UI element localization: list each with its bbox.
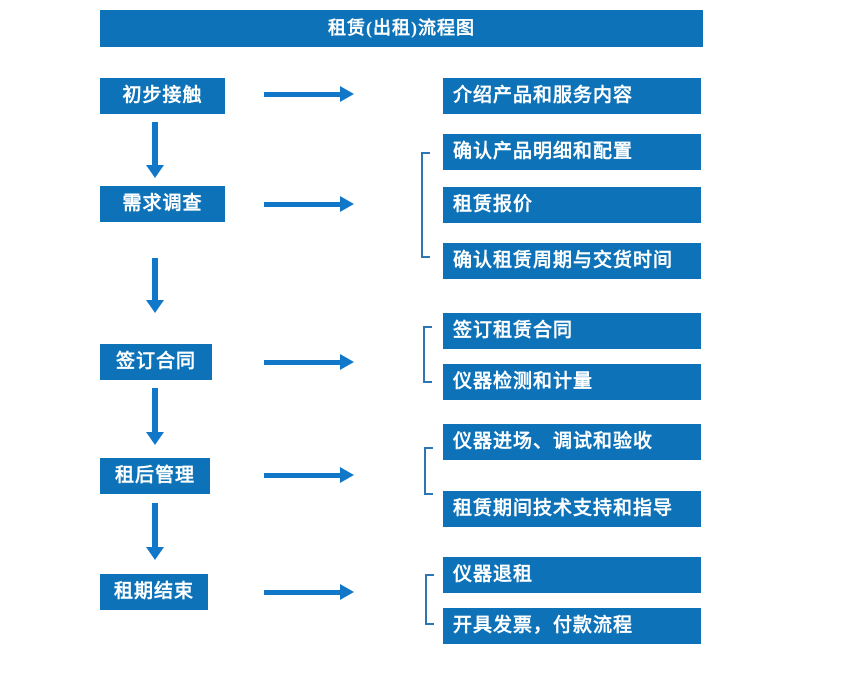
detail-box-instrument-delivery: 仪器进场、调试和验收 [443, 424, 701, 460]
detail-box-confirm-product-spec: 确认产品明细和配置 [443, 134, 701, 170]
stage-box-post-rental-management: 租后管理 [100, 458, 210, 494]
flowchart-title: 租赁(出租)流程图 [100, 10, 703, 47]
flow-arrow-down-icon [146, 503, 164, 560]
flow-arrow-right-icon [264, 86, 354, 102]
detail-box-confirm-period: 确认租赁周期与交货时间 [443, 243, 701, 279]
flow-arrow-down-icon [146, 122, 164, 178]
stage-box-initial-contact: 初步接触 [100, 78, 225, 114]
stage-box-sign-contract: 签订合同 [100, 344, 212, 380]
detail-box-instrument-return: 仪器退租 [443, 557, 701, 593]
flow-arrow-down-icon [146, 388, 164, 445]
group-bracket [425, 574, 434, 625]
flow-arrow-right-icon [264, 354, 354, 370]
group-bracket [423, 326, 432, 383]
group-bracket [424, 447, 433, 495]
flow-arrow-right-icon [264, 196, 354, 212]
detail-box-sign-rental-contract: 签订租赁合同 [443, 313, 701, 349]
detail-box-instrument-testing: 仪器检测和计量 [443, 364, 701, 400]
detail-box-rental-quotation: 租赁报价 [443, 187, 701, 223]
flow-arrow-down-icon [146, 258, 164, 313]
stage-box-demand-survey: 需求调查 [100, 186, 225, 222]
detail-box-invoice-payment: 开具发票，付款流程 [443, 608, 701, 644]
detail-box-introduce-products: 介绍产品和服务内容 [443, 78, 701, 114]
flow-arrow-right-icon [264, 584, 354, 600]
stage-box-lease-end: 租期结束 [100, 574, 208, 610]
group-bracket [421, 152, 430, 258]
detail-box-tech-support: 租赁期间技术支持和指导 [443, 491, 701, 527]
flow-arrow-right-icon [264, 467, 354, 483]
